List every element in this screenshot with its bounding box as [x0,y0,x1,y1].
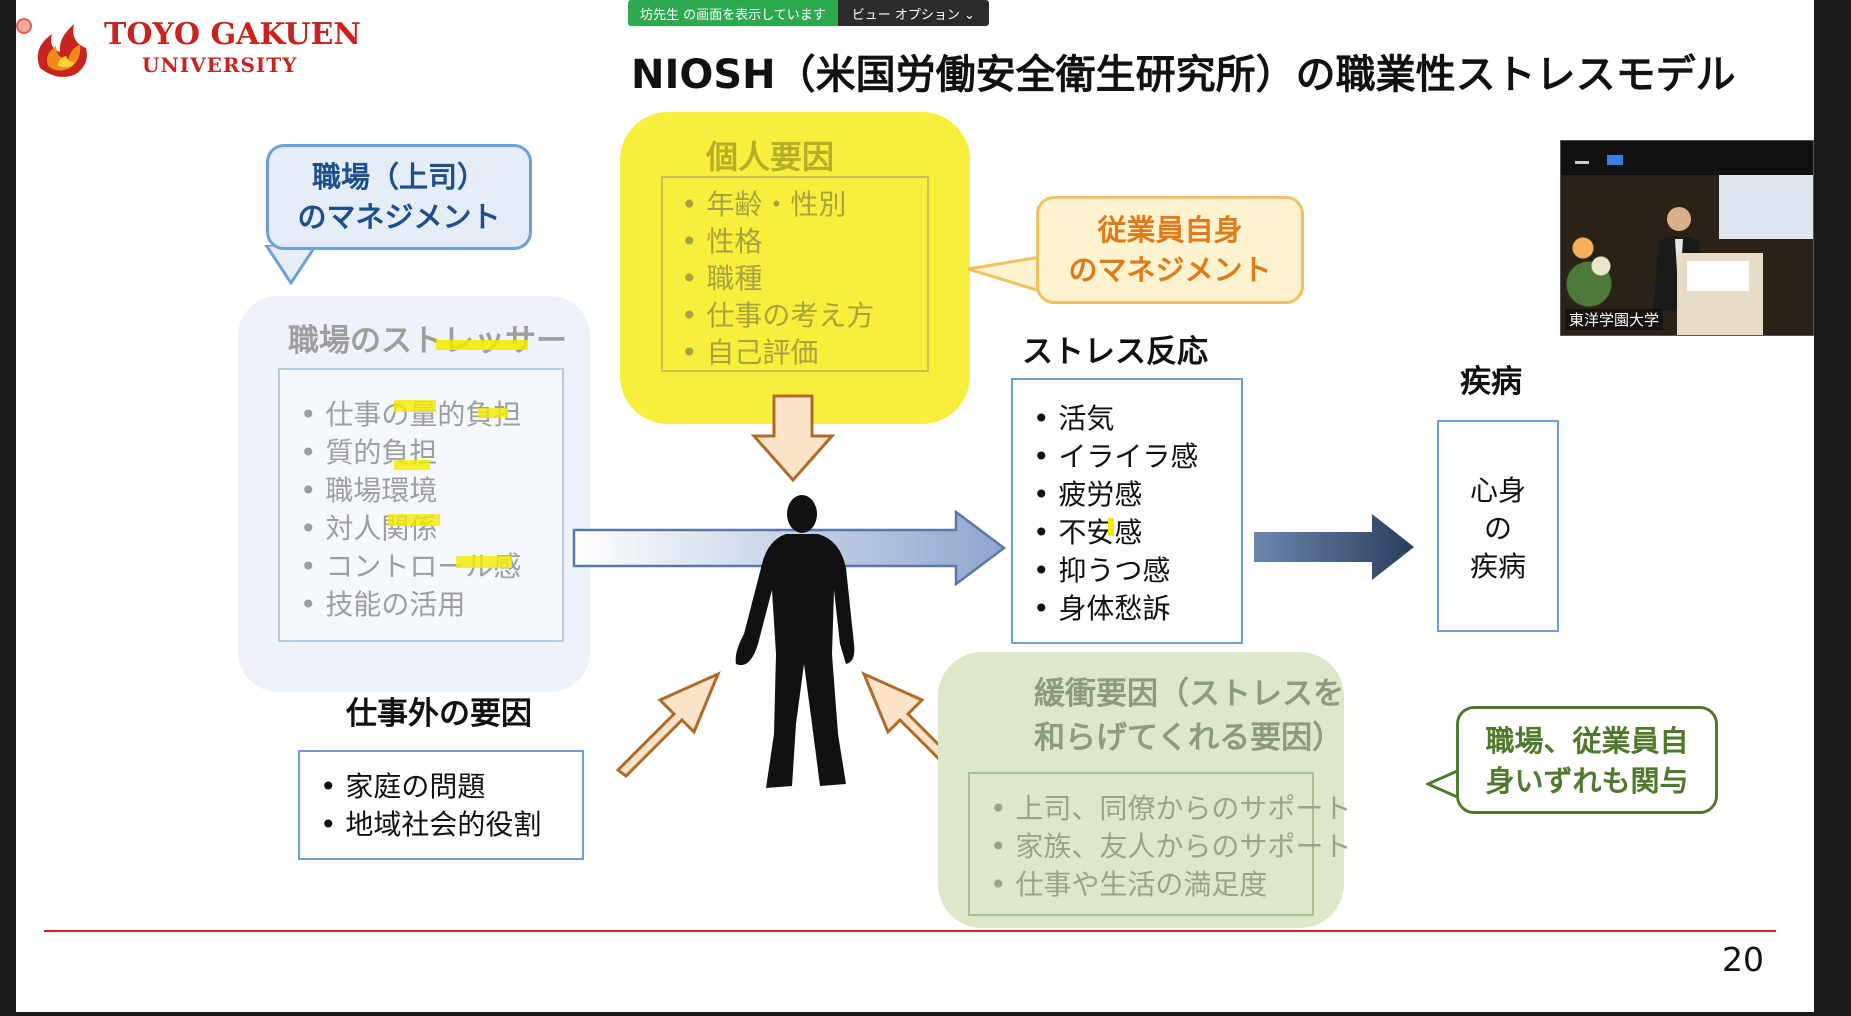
individual-heading: 個人要因 [706,138,835,176]
flame-icon [37,24,87,77]
flower-arrangement [1565,221,1625,311]
employee-bubble-tail [967,255,1041,293]
list-item: 家族、友人からのサポート [990,828,1351,866]
stressor-list-box: 仕事の量的負担 質的負担 職場環境 対人関係 コントロール感 技能の活用 [278,368,564,642]
non-work-list: 家庭の問題 地域社会的役割 [320,768,582,844]
down-arrow-icon [750,394,836,483]
list-item: 身体愁訴 [1033,590,1241,628]
bubble-line: 従業員自身 [1097,213,1243,247]
person-silhouette-icon [735,495,855,788]
list-item: 疲労感 [1033,476,1241,514]
disease-line: 心身 [1469,474,1526,507]
list-item: 仕事や生活の満足度 [990,866,1312,904]
individual-list-box: 年齢・性別 性格 職種 仕事の考え方 自己評価 [661,176,929,372]
buffer-heading: 緩衝要因（ストレスを 和らげてくれる要因） [1034,672,1344,760]
recording-indicator-icon [16,18,32,34]
logo-name: TOYO GAKUEN [104,17,361,52]
list-item: 仕事の考え方 [681,297,927,334]
university-logo: TOYO GAKUEN UNIVERSITY [30,14,361,84]
view-options-button[interactable]: ビュー オプション ⌄ [837,0,989,26]
footer-rule [44,930,1776,932]
minimize-icon[interactable] [1575,161,1589,164]
employee-management-bubble: 従業員自身 のマネジメント [1036,196,1304,304]
podium [1677,253,1763,335]
view-toggle-icon[interactable] [1607,155,1623,165]
video-toolbar [1561,141,1813,175]
list-item: 職種 [681,260,927,297]
list-item: コントロール感 [300,548,562,586]
list-item: 職場環境 [300,472,562,510]
highlight-mark [436,340,528,350]
list-item: 上司、同僚からのサポート [990,790,1351,828]
both-parties-bubble: 職場、従業員自 身いずれも関与 [1456,706,1718,814]
list-item: 技能の活用 [300,586,562,624]
workplace-management-bubble: 職場（上司） のマネジメント [266,144,532,250]
list-item: 地域社会的役割 [320,806,582,844]
video-screen [1719,175,1813,239]
slide-title: NIOSH（米国労働安全衛生研究所）の職業性ストレスモデル [631,52,1736,98]
list-item: 不安感 [1033,514,1241,552]
stress-reaction-box: 活気 イライラ感 疲労感 不安感 抑うつ感 身体愁訴 [1011,378,1243,644]
highlight-mark [388,514,440,526]
list-item: 抑うつ感 [1033,552,1241,590]
disease-box: 心身 の 疾病 [1437,420,1559,632]
disease-line: の [1483,512,1512,545]
list-item: イライラ感 [1033,438,1241,476]
highlight-mark [1108,518,1114,536]
individual-list: 年齢・性別 性格 職種 仕事の考え方 自己評価 [681,186,927,371]
list-item: 家庭の問題 [320,768,582,806]
mgmt-bubble-tail [264,245,318,285]
screen-share-bar: 坊先生 の画面を表示しています ビュー オプション ⌄ [628,0,989,26]
share-status-label: 坊先生 の画面を表示しています [628,0,838,26]
highlight-mark [478,408,508,418]
logo-subtitle: UNIVERSITY [142,53,298,77]
highlight-mark [456,556,512,568]
disease-heading: 疾病 [1460,364,1522,400]
buffer-list-box: 上司、同僚からのサポート 家族、友人からのサポート 仕事や生活の満足度 [968,772,1351,916]
disease-line: 疾病 [1469,550,1526,583]
right-arrow-icon [1254,514,1414,580]
bubble-line: 身いずれも関与 [1485,764,1689,798]
list-item: 質的負担 [300,434,562,472]
bubble-line: 職場、従業員自 [1485,724,1689,758]
diagonal-arrow-icon [615,671,721,778]
bubble-line: のマネジメント [1068,253,1272,287]
bubble-line: 職場（上司） [311,160,486,194]
buffer-heading-line: 緩衝要因（ストレスを [1034,676,1344,712]
stressor-list: 仕事の量的負担 質的負担 職場環境 対人関係 コントロール感 技能の活用 [300,396,562,624]
buffer-list: 上司、同僚からのサポート 家族、友人からのサポート 仕事や生活の満足度 [990,790,1351,904]
non-work-heading: 仕事外の要因 [346,696,532,732]
speaker-video[interactable]: 東洋学園大学 [1560,140,1814,336]
list-item: 年齢・性別 [681,186,927,223]
non-work-box: 家庭の問題 地域社会的役割 [298,750,584,860]
stress-reaction-heading: ストレス反応 [1022,334,1208,370]
podium-logo [1687,261,1749,291]
list-item: 性格 [681,223,927,260]
bubble-line: のマネジメント [297,200,501,234]
list-item: 活気 [1033,400,1241,438]
highlight-mark [394,400,436,412]
shared-slide: TOYO GAKUEN UNIVERSITY NIOSH（米国労働安全衛生研究所… [16,0,1814,1012]
page-number: 20 [1722,940,1764,979]
buffer-heading-line: 和らげてくれる要因） [1034,720,1344,756]
stress-reaction-list: 活気 イライラ感 疲労感 不安感 抑うつ感 身体愁訴 [1033,400,1241,628]
stressor-heading: 職場のストレッサー [288,323,567,359]
highlight-mark [394,460,430,470]
video-caption: 東洋学園大学 [1565,309,1664,330]
list-item: 自己評価 [681,334,927,371]
